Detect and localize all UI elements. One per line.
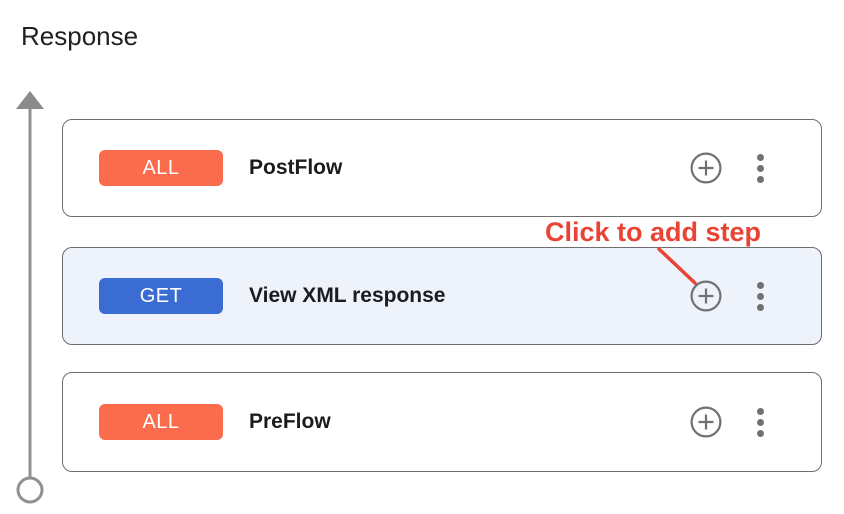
kebab-menu-icon — [756, 153, 764, 161]
card-actions — [689, 151, 772, 185]
flow-start-circle-icon — [16, 476, 44, 504]
more-options-button[interactable] — [748, 405, 772, 439]
add-step-button[interactable] — [689, 151, 723, 185]
add-step-button[interactable] — [689, 405, 723, 439]
method-badge-all: ALL — [99, 150, 223, 186]
flow-card-title: PostFlow — [249, 156, 343, 179]
annotation-click-to-add-step: Click to add step — [545, 217, 762, 247]
method-badge-get: GET — [99, 278, 223, 314]
up-arrow-icon — [16, 91, 44, 109]
kebab-menu-icon — [756, 281, 764, 289]
flow-card-title: PreFlow — [249, 410, 331, 433]
section-title: Response — [21, 21, 139, 51]
kebab-menu-icon — [756, 407, 764, 415]
flow-card-view-xml-response[interactable]: GET View XML response — [62, 247, 822, 345]
flow-card-title: View XML response — [249, 284, 446, 307]
more-options-button[interactable] — [748, 151, 772, 185]
card-actions — [689, 405, 772, 439]
add-step-button[interactable] — [689, 279, 723, 313]
plus-circle-icon — [690, 406, 722, 438]
flow-card-preflow[interactable]: ALL PreFlow — [62, 372, 822, 472]
plus-circle-icon — [690, 152, 722, 184]
plus-circle-icon — [690, 280, 722, 312]
method-badge-all: ALL — [99, 404, 223, 440]
card-actions — [689, 279, 772, 313]
flow-card-postflow[interactable]: ALL PostFlow — [62, 119, 822, 217]
more-options-button[interactable] — [748, 279, 772, 313]
